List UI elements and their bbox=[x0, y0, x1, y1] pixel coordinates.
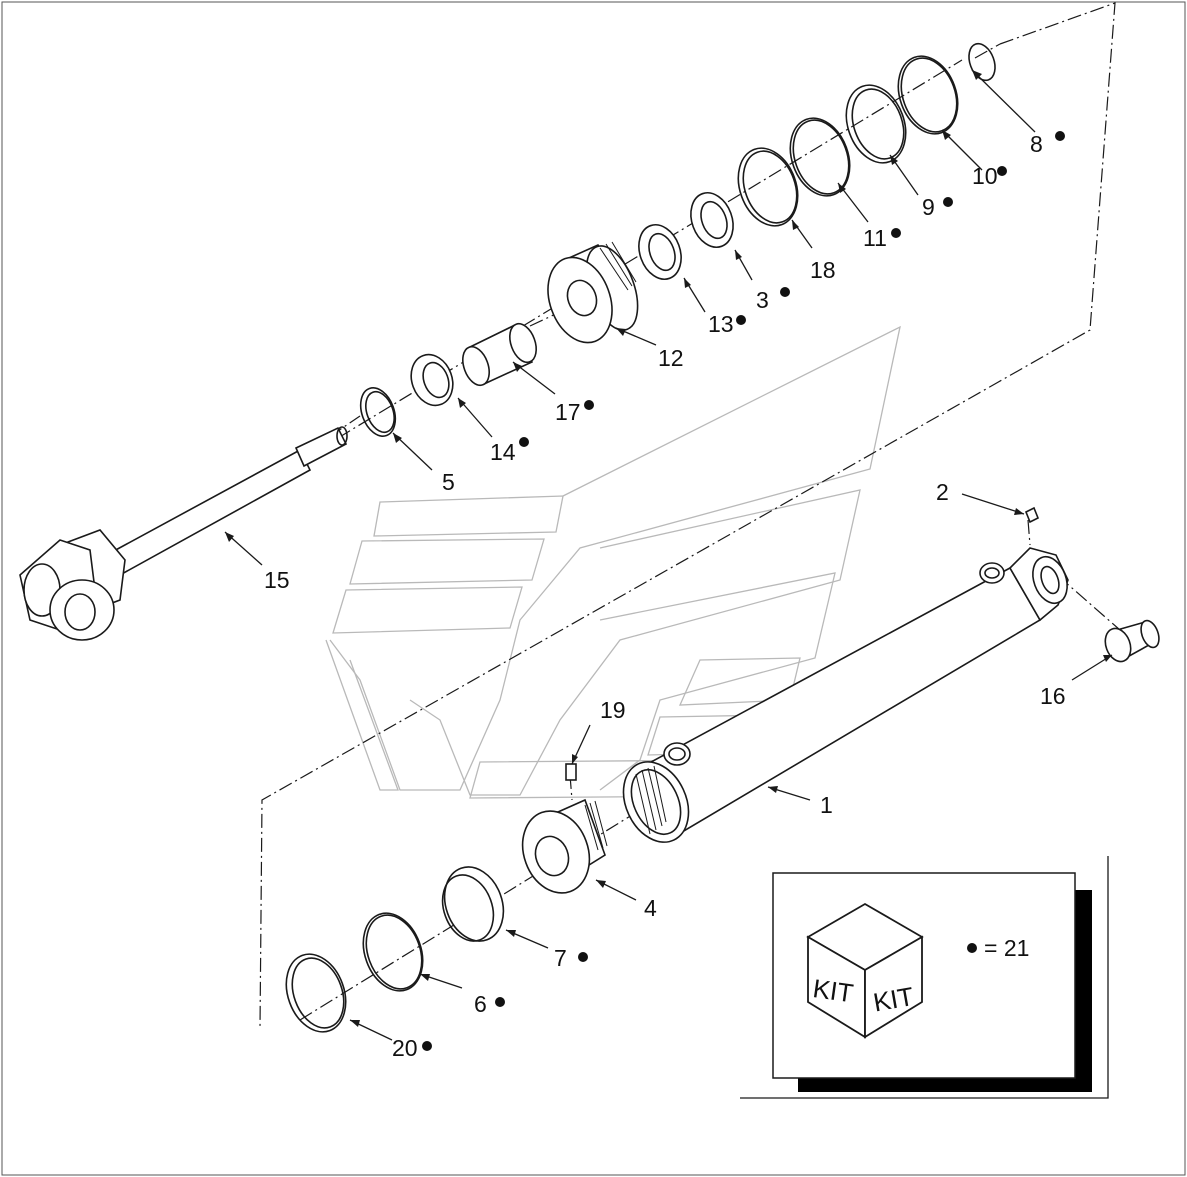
bushing bbox=[462, 322, 537, 387]
o-ring-10 bbox=[897, 55, 959, 135]
callout-labels: 1 2 3 4 5 6 7 8 9 10 11 12 13 14 15 16 1… bbox=[264, 131, 1066, 1061]
callout-7: 7 bbox=[554, 945, 567, 971]
callout-14: 14 bbox=[490, 439, 516, 465]
kit-dot-8 bbox=[1055, 131, 1065, 141]
wear-ring bbox=[737, 147, 799, 227]
callout-19: 19 bbox=[600, 697, 626, 723]
callout-20: 20 bbox=[392, 1035, 418, 1061]
callout-5: 5 bbox=[442, 469, 455, 495]
seal-ring-3 bbox=[690, 192, 734, 248]
kit-dot-6 bbox=[495, 997, 505, 1007]
cylinder-barrel bbox=[622, 547, 1069, 843]
grease-fitting bbox=[1024, 506, 1040, 524]
snap-ring bbox=[359, 387, 397, 437]
kit-dot-11 bbox=[891, 228, 901, 238]
callout-10: 10 bbox=[972, 163, 998, 189]
callout-17: 17 bbox=[555, 399, 581, 425]
kit-legend: KIT KIT = 21 bbox=[740, 856, 1109, 1099]
callout-3: 3 bbox=[756, 287, 769, 313]
kit-label-right: KIT bbox=[871, 981, 916, 1018]
callout-4: 4 bbox=[644, 895, 657, 921]
seal-ring-13 bbox=[638, 224, 682, 280]
cylinder-gland bbox=[521, 798, 608, 894]
callout-9: 9 bbox=[922, 194, 935, 220]
callout-2: 2 bbox=[936, 479, 949, 505]
callout-6: 6 bbox=[474, 991, 487, 1017]
set-screw bbox=[565, 763, 577, 781]
kit-label-left: KIT bbox=[811, 973, 855, 1008]
leader-arrowheads bbox=[225, 70, 1112, 1027]
kit-marker-dots bbox=[422, 131, 1065, 1051]
callout-13: 13 bbox=[708, 311, 734, 337]
kit-dot-10 bbox=[997, 166, 1007, 176]
piston bbox=[547, 241, 639, 344]
callout-8: 8 bbox=[1030, 131, 1043, 157]
kit-legend-dot bbox=[967, 943, 977, 953]
piston-rod-clevis bbox=[19, 426, 348, 641]
washer bbox=[410, 353, 454, 407]
end-bushing bbox=[1104, 619, 1160, 663]
callout-16: 16 bbox=[1040, 683, 1066, 709]
kit-dot-9 bbox=[943, 197, 953, 207]
ring-8 bbox=[968, 42, 996, 82]
callout-11: 11 bbox=[863, 225, 887, 251]
kit-dot-13 bbox=[736, 315, 746, 325]
kit-dot-17 bbox=[584, 400, 594, 410]
callout-15: 15 bbox=[264, 567, 290, 593]
callout-12: 12 bbox=[658, 345, 684, 371]
kit-box-icon: KIT KIT bbox=[806, 902, 924, 1039]
kit-legend-text: = 21 bbox=[984, 935, 1029, 961]
wiper-seal bbox=[441, 866, 505, 942]
kit-dot-3 bbox=[780, 287, 790, 297]
o-ring-11 bbox=[789, 117, 851, 197]
callout-1: 1 bbox=[820, 792, 833, 818]
backup-ring bbox=[285, 953, 347, 1033]
ring-9 bbox=[845, 84, 907, 164]
o-ring-6 bbox=[362, 912, 424, 992]
kit-dot-20 bbox=[422, 1041, 432, 1051]
callout-18: 18 bbox=[810, 257, 836, 283]
kit-dot-14 bbox=[519, 437, 529, 447]
kit-dot-7 bbox=[578, 952, 588, 962]
